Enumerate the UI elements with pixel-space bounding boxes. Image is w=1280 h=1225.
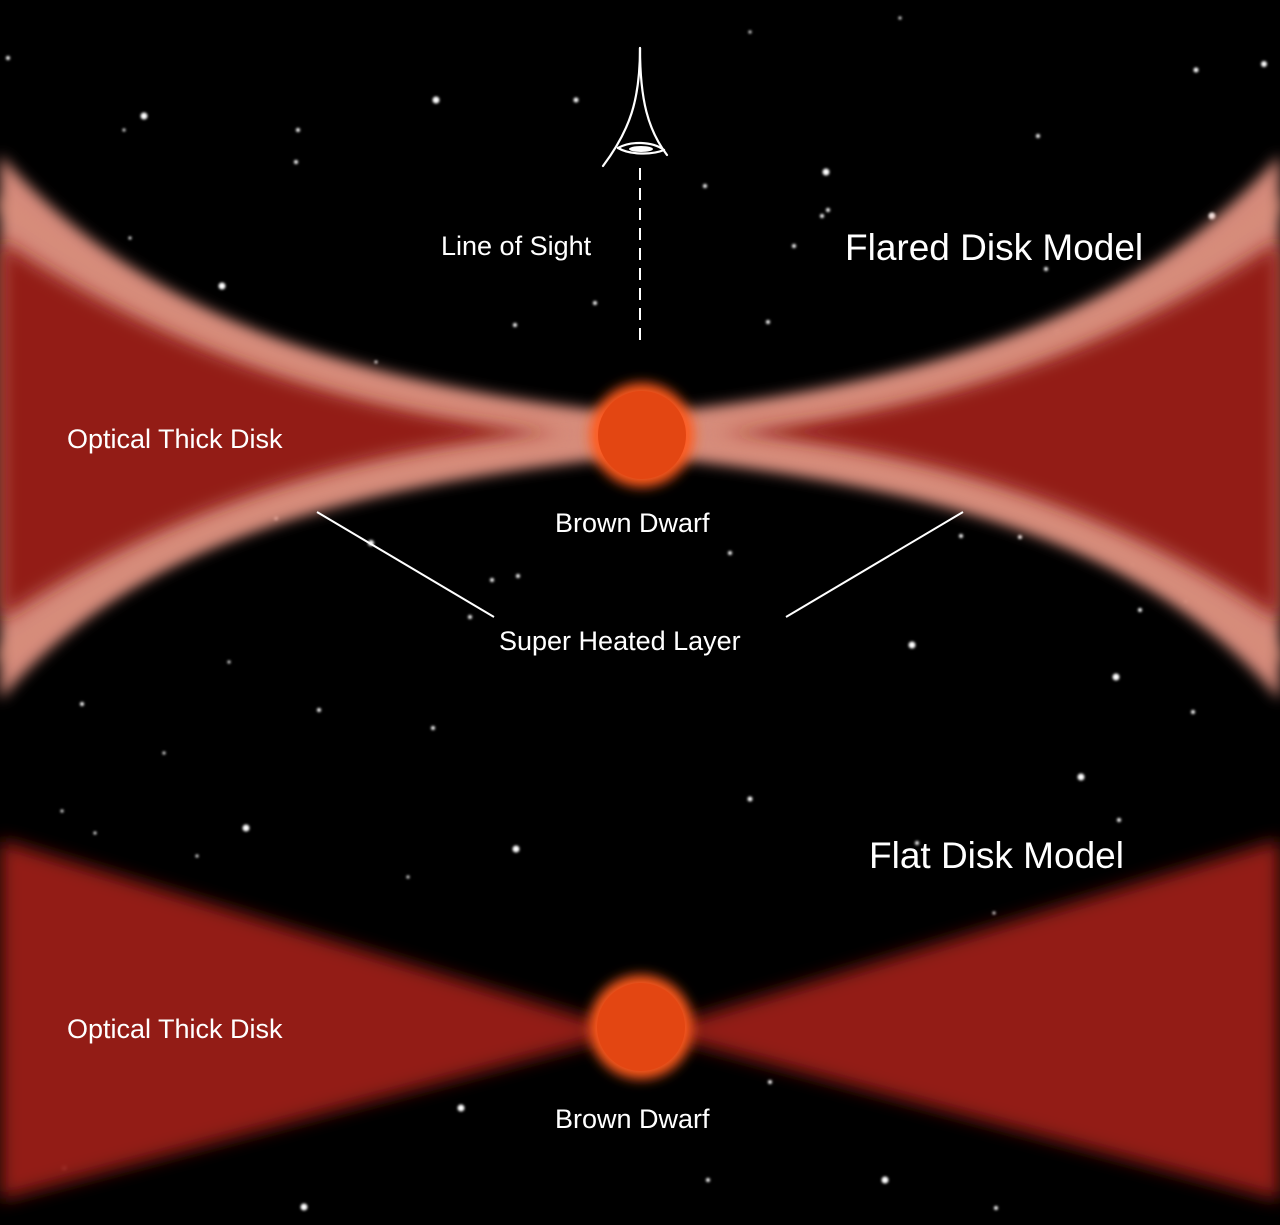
- flared-disk-model-title: Flared Disk Model: [845, 227, 1144, 268]
- optical-thick-disk-label-flat: Optical Thick Disk: [67, 1014, 283, 1044]
- star-field: [6, 16, 1267, 1211]
- pointer-line-right: [785, 511, 964, 618]
- flared-disk: [0, 155, 1280, 700]
- line-of-sight-label: Line of Sight: [441, 231, 592, 261]
- eye-icon: [601, 46, 669, 168]
- pointer-line-left: [316, 511, 495, 618]
- flat-disk-model-title: Flat Disk Model: [869, 835, 1124, 876]
- brown-dwarf-flat: [589, 975, 693, 1079]
- brown-dwarf-label-flat: Brown Dwarf: [555, 1104, 710, 1134]
- flat-disk: [0, 840, 1280, 1200]
- brown-dwarf-label-flared: Brown Dwarf: [555, 508, 710, 538]
- super-heated-layer-label: Super Heated Layer: [499, 626, 741, 656]
- optical-thick-disk-label-flared: Optical Thick Disk: [67, 424, 283, 454]
- brown-dwarf-flared: [590, 383, 694, 487]
